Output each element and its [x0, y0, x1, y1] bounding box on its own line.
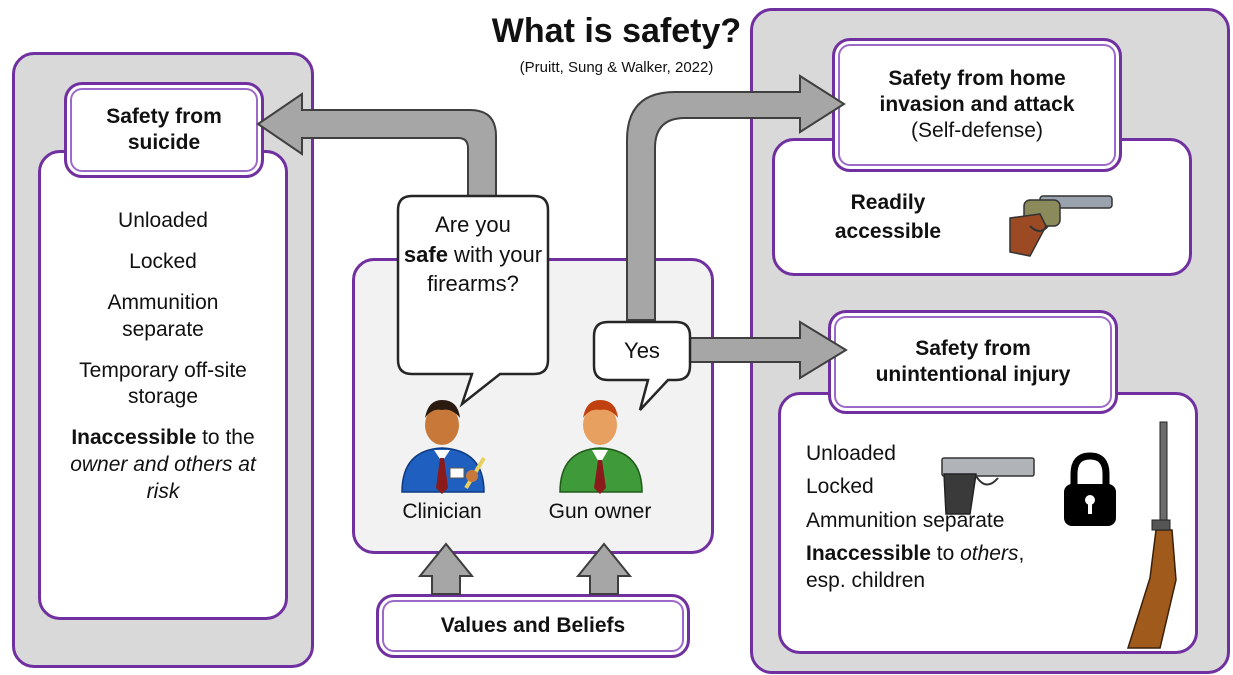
suicide-list: Unloaded Locked Ammunition separate Temp… — [58, 208, 268, 520]
readily-text: Readily — [850, 191, 926, 214]
readily-accessible: Readily accessible — [818, 188, 958, 247]
arrow-values-left — [417, 542, 475, 595]
unintentional-title: Safety from unintentional injury — [875, 336, 1071, 386]
question-bubble — [396, 194, 550, 408]
suicide-item-inaccessible: Inaccessible to the owner and others at … — [70, 426, 256, 503]
accessible-text: accessible — [834, 220, 942, 244]
unint-item-unloaded: Unloaded — [806, 442, 896, 465]
home-title: Safety from home invasion and attack — [879, 66, 1075, 116]
suicide-item-unloaded: Unloaded — [118, 209, 208, 232]
answer-text: Yes — [624, 338, 660, 363]
clinician-icon — [401, 400, 486, 494]
question-text: Are you safe with your firearms? — [403, 212, 543, 297]
suicide-title-box: Safety from suicide — [64, 82, 264, 178]
home-title-box: Safety from home invasion and attack (Se… — [832, 38, 1122, 172]
arrow-to-unintentional — [689, 320, 848, 380]
gun-owner-icon — [559, 400, 643, 494]
arrow-to-home — [626, 74, 846, 321]
suicide-list-box — [38, 150, 288, 620]
padlock-icon — [1064, 452, 1116, 526]
home-subtitle: (Self-defense) — [911, 119, 1043, 143]
suicide-item-offsite: Temporary off-site storage — [79, 358, 247, 409]
main-title: What is safety? — [491, 12, 742, 50]
arrow-values-right — [575, 542, 633, 595]
pistol-icon — [941, 457, 1035, 515]
unintentional-box — [778, 392, 1198, 654]
gun-owner-label: Gun owner — [548, 500, 652, 523]
page-title: What is safety? (Pruitt, Sung & Walker, … — [0, 12, 1233, 76]
unint-item-locked: Locked — [806, 475, 874, 499]
yes-bubble — [592, 320, 692, 411]
unint-item-children: esp. children — [806, 569, 926, 593]
unintentional-list: Unloaded Locked Ammunition separate Inac… — [806, 440, 1086, 600]
citation: (Pruitt, Sung & Walker, 2022) — [519, 59, 714, 76]
revolver-icon — [1009, 195, 1113, 257]
suicide-item-ammo: Ammunition separate — [107, 290, 219, 341]
suicide-title: Safety from suicide — [106, 104, 222, 154]
suicide-item-locked: Locked — [129, 249, 197, 273]
arrow-to-suicide — [256, 92, 497, 197]
values-box: Values and Beliefs — [376, 594, 690, 658]
rifle-icon — [1126, 421, 1177, 649]
values-label: Values and Beliefs — [440, 613, 626, 637]
unint-item-inaccessible: Inaccessible to others, — [806, 541, 1025, 565]
clinician-label: Clinician — [402, 500, 482, 523]
unintentional-title-box: Safety from unintentional injury — [828, 310, 1118, 414]
